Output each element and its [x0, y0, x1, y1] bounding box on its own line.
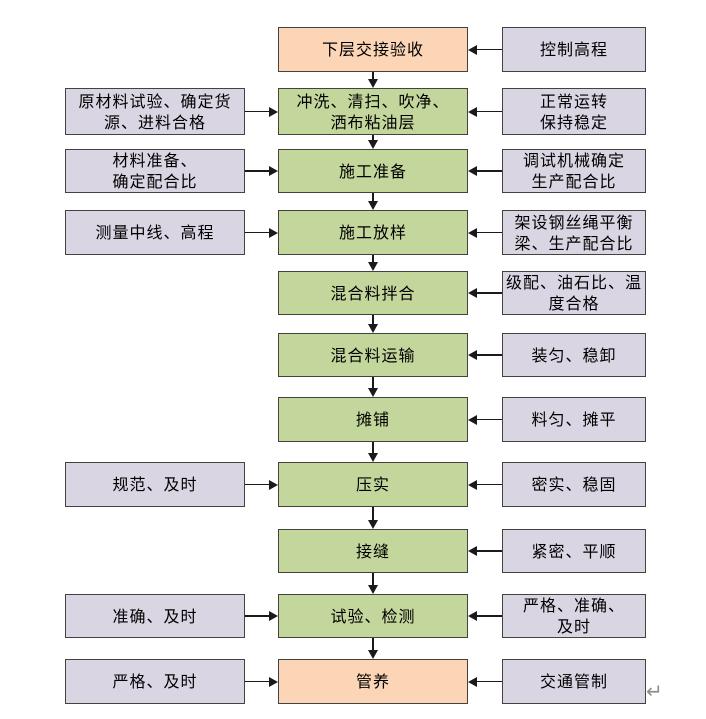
- milestone-box: 下层交接验收: [278, 27, 468, 72]
- left-to-center-arrow-head: [269, 166, 278, 176]
- process-box: 混合料运输: [278, 333, 468, 377]
- process-box: 冲洗、清扫、吹净、 洒布粘油层: [278, 88, 468, 135]
- right-note-box: 调试机械确定 生产配合比: [502, 149, 646, 193]
- down-arrow-head: [368, 585, 378, 594]
- milestone-box: 管养: [278, 659, 468, 704]
- process-box: 施工准备: [278, 149, 468, 193]
- right-to-center-arrow-line: [476, 550, 502, 552]
- left-note-box: 原材料试验、确定货 源、进料合格: [65, 88, 245, 135]
- right-to-center-arrow-head: [468, 106, 477, 117]
- process-box: 混合料拌合: [278, 271, 468, 315]
- right-to-center-arrow-head: [468, 227, 477, 238]
- right-to-center-arrow-line: [476, 418, 502, 421]
- right-to-center-arrow-head: [468, 288, 477, 298]
- left-to-center-arrow-line: [245, 170, 270, 172]
- left-to-center-arrow-head: [269, 227, 278, 238]
- left-note-box: 准确、及时: [65, 594, 245, 638]
- right-to-center-arrow-line: [476, 483, 502, 486]
- left-to-center-arrow-line: [245, 680, 270, 683]
- right-to-center-arrow-head: [468, 166, 477, 176]
- left-to-center-arrow-head: [269, 479, 278, 490]
- down-arrow-line: [372, 442, 374, 454]
- right-to-center-arrow-head: [468, 676, 477, 687]
- left-note-box: 材料准备、 确定配合比: [65, 149, 245, 193]
- right-note-box: 装匀、稳卸: [502, 333, 646, 377]
- right-to-center-arrow-head: [468, 479, 477, 490]
- left-to-center-arrow-line: [245, 615, 270, 617]
- process-box: 试验、检测: [278, 594, 468, 638]
- right-to-center-arrow-head: [468, 414, 477, 425]
- right-to-center-arrow-head: [468, 44, 477, 55]
- right-note-box: 交通管制: [502, 659, 646, 704]
- down-arrow-head: [368, 140, 378, 149]
- right-note-box: 正常运转 保持稳定: [502, 88, 646, 135]
- down-arrow-line: [372, 135, 374, 141]
- down-arrow-line: [372, 193, 374, 202]
- right-to-center-arrow-line: [476, 292, 502, 294]
- process-box: 压实: [278, 462, 468, 507]
- right-to-center-arrow-line: [476, 48, 502, 51]
- down-arrow-head: [368, 520, 378, 529]
- right-note-box: 架设钢丝绳平衡 梁、生产配合比: [502, 210, 646, 255]
- down-arrow-line: [372, 377, 374, 389]
- right-to-center-arrow-line: [476, 170, 502, 172]
- left-to-center-arrow-line: [245, 483, 270, 486]
- down-arrow-line: [372, 255, 374, 263]
- right-note-box: 料匀、摊平: [502, 397, 646, 442]
- return-mark: ↵: [646, 679, 663, 703]
- right-note-box: 严格、准确、 及时: [502, 594, 646, 638]
- right-to-center-arrow-head: [468, 611, 477, 621]
- left-note-box: 测量中线、高程: [65, 210, 245, 255]
- left-to-center-arrow-line: [245, 231, 270, 234]
- left-to-center-arrow-head: [269, 676, 278, 687]
- down-arrow-head: [368, 262, 378, 271]
- left-to-center-arrow-head: [269, 611, 278, 621]
- right-to-center-arrow-line: [476, 615, 502, 617]
- down-arrow-line: [372, 573, 374, 586]
- down-arrow-head: [368, 388, 378, 397]
- left-note-box: 规范、及时: [65, 462, 245, 507]
- down-arrow-line: [372, 72, 374, 80]
- right-note-box: 控制高程: [502, 27, 646, 72]
- left-to-center-arrow-head: [269, 106, 278, 117]
- process-box: 接缝: [278, 529, 468, 573]
- process-box: 摊铺: [278, 397, 468, 442]
- down-arrow-line: [372, 638, 374, 651]
- down-arrow-head: [368, 79, 378, 88]
- down-arrow-head: [368, 453, 378, 462]
- left-note-box: 严格、及时: [65, 659, 245, 704]
- right-to-center-arrow-line: [476, 110, 502, 113]
- right-to-center-arrow-head: [468, 546, 477, 556]
- left-to-center-arrow-line: [245, 110, 270, 113]
- right-to-center-arrow-head: [468, 350, 477, 360]
- right-to-center-arrow-line: [476, 680, 502, 683]
- right-note-box: 密实、稳固: [502, 462, 646, 507]
- right-note-box: 级配、油石比、温 度合格: [502, 271, 646, 315]
- process-box: 施工放样: [278, 210, 468, 255]
- down-arrow-head: [368, 650, 378, 659]
- right-to-center-arrow-line: [476, 231, 502, 234]
- down-arrow-head: [368, 324, 378, 333]
- down-arrow-line: [372, 507, 374, 521]
- down-arrow-line: [372, 315, 374, 325]
- right-note-box: 紧密、平顺: [502, 529, 646, 573]
- down-arrow-head: [368, 201, 378, 210]
- right-to-center-arrow-line: [476, 354, 502, 356]
